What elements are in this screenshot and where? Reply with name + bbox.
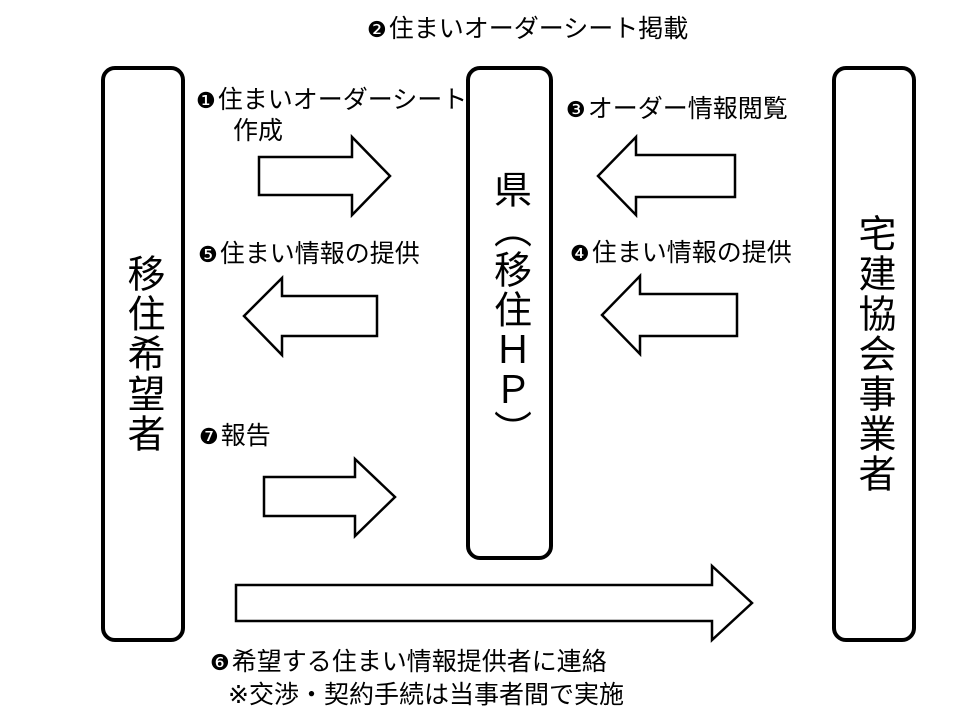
step1-label-line2: 作成 bbox=[233, 116, 284, 145]
arrow-step1-right bbox=[257, 133, 392, 219]
prefecture-box: 県（移住ＨＰ） bbox=[466, 66, 553, 560]
step5-label: ❺住まい情報の提供 bbox=[198, 239, 420, 268]
arrow-step4-left bbox=[600, 272, 739, 358]
step2-label: ❷住まいオーダーシート掲載 bbox=[367, 14, 689, 43]
arrow-step6-right bbox=[234, 563, 754, 643]
step1-label: ❶住まいオーダーシート bbox=[196, 85, 468, 114]
prefecture-label: 県（移住ＨＰ） bbox=[487, 170, 532, 450]
step3-label: ❸オーダー情報閲覧 bbox=[566, 94, 788, 123]
realtor-box: 宅建協会事業者 bbox=[832, 66, 916, 642]
step7-label: ❼報告 bbox=[199, 421, 271, 450]
realtor-label: 宅建協会事業者 bbox=[852, 214, 896, 494]
arrow-step5-left bbox=[242, 274, 379, 359]
arrow-step7-right bbox=[262, 456, 397, 539]
step6-label: ❻希望する住まい情報提供者に連絡 bbox=[210, 647, 607, 676]
step4-label: ❹住まい情報の提供 bbox=[570, 238, 792, 267]
applicant-label: 移住希望者 bbox=[121, 254, 165, 454]
step6-note: ※交渉・契約手続は当事者間で実施 bbox=[228, 680, 624, 709]
applicant-box: 移住希望者 bbox=[101, 66, 185, 642]
arrow-step3-left bbox=[596, 133, 737, 219]
